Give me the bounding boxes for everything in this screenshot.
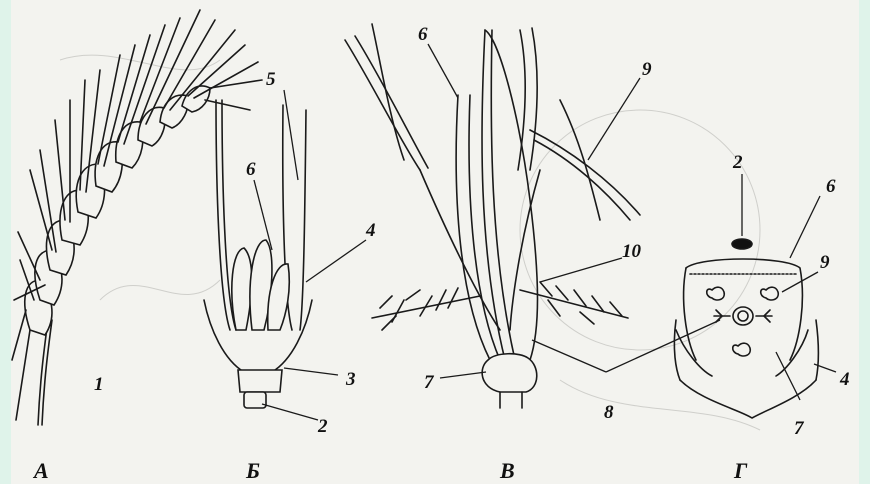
panel-caption-b: Б: [245, 458, 260, 483]
panel-caption-a: А: [32, 458, 49, 483]
label-1-stem: 1: [94, 374, 104, 395]
label-7-lodicule: 7: [424, 372, 435, 393]
label-4-glume: 4: [365, 220, 376, 241]
label-6-flower: 6: [418, 24, 428, 45]
label-2-axis-diagram: 2: [732, 152, 743, 173]
label-4-glume-diagram: 4: [839, 369, 850, 390]
floral-diagram: [674, 239, 818, 418]
label-6-lemma: 6: [246, 159, 256, 180]
panel-caption-g: Г: [733, 458, 748, 483]
label-9-stamen: 9: [642, 59, 652, 80]
label-9-stamen-diagram: 9: [820, 252, 830, 273]
label-10-stigma: 10: [622, 241, 642, 262]
spikelet-drawing: [204, 100, 312, 408]
label-6-lemma-diagram: 6: [826, 176, 836, 197]
diagram-leaders: [742, 174, 836, 400]
flower-leaders: [428, 44, 720, 378]
label-8-ovary: 8: [604, 402, 614, 423]
panel-caption-v: В: [499, 458, 515, 483]
label-5-awn: 5: [266, 69, 276, 90]
label-7-lodicule-diagram: 7: [794, 418, 805, 439]
label-2-base: 2: [317, 416, 328, 437]
label-3-axis: 3: [345, 369, 356, 390]
flower-drawing: [345, 24, 640, 408]
